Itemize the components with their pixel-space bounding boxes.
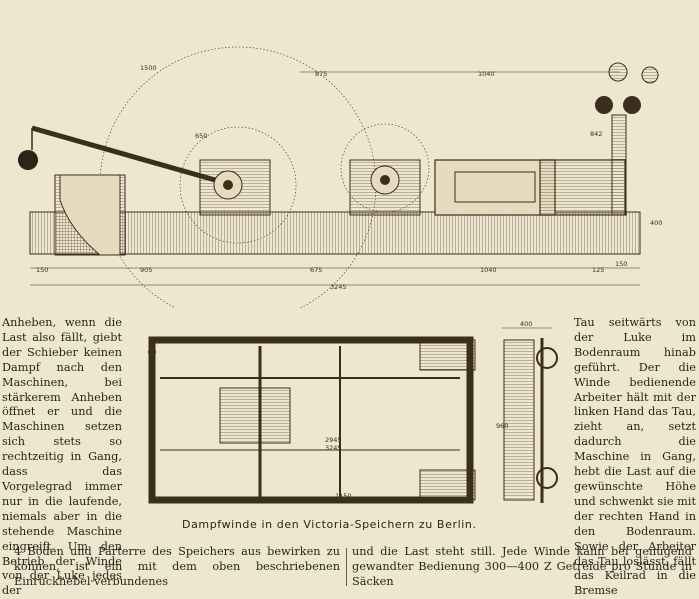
paragraph: Tau seitwärts von der Luke im Bodenraum … <box>574 316 696 598</box>
paragraph: und die Last steht still. Jede Winde kan… <box>352 545 692 588</box>
dim-label: 842 <box>590 130 602 138</box>
column-divider <box>346 548 347 586</box>
paragraph: 4 Böden und Parterre des Speichers aus b… <box>14 545 340 588</box>
winch-side-drawing: 400 960 <box>496 320 558 503</box>
dim-label: 3245 <box>325 444 342 452</box>
dim-label: 650 <box>195 132 207 140</box>
dim-label: 1150 <box>335 492 352 500</box>
left-column-text: Anheben, wenn die Last also fällt, giebt… <box>2 316 122 599</box>
dim-label: 875 <box>315 70 327 78</box>
winch-elevation-drawing: 150 905 675 1040 125 150 3245 875 1040 6… <box>18 46 662 308</box>
dim-label: 400 <box>520 320 532 328</box>
dim-label: 905 <box>140 266 152 274</box>
dim-label: 675 <box>310 266 322 274</box>
winch-plan-drawing: 2945 3245 1150 <box>148 336 476 504</box>
dim-label: 125 <box>592 266 604 274</box>
paragraph: Anheben, wenn die Last also fällt, giebt… <box>2 316 122 598</box>
dim-label: 3245 <box>330 283 347 291</box>
dim-label: 150 <box>615 260 627 268</box>
figure-caption: Dampfwinde in den Victoria-Speichern zu … <box>182 518 477 531</box>
dim-label: 150 <box>36 266 48 274</box>
dim-label: 400 <box>650 219 662 227</box>
dim-label: 1040 <box>480 266 497 274</box>
bottom-right-text: und die Last steht still. Jede Winde kan… <box>352 544 692 589</box>
dim-label: 1040 <box>478 70 495 78</box>
dim-label: 1500 <box>140 64 157 72</box>
dim-label: 960 <box>496 422 508 430</box>
bottom-left-text: 4 Böden und Parterre des Speichers aus b… <box>14 544 340 589</box>
dim-label: 2945 <box>325 436 342 444</box>
right-column-text: Tau seitwärts von der Luke im Bodenraum … <box>574 316 696 599</box>
